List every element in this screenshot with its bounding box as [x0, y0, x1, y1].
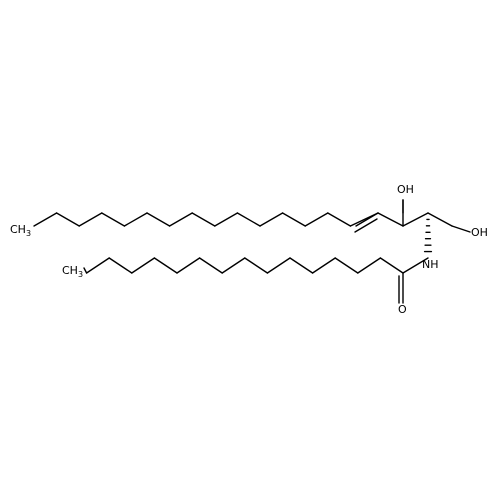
amide-nh-label: NH [422, 258, 439, 271]
acyl-chain-bond [289, 257, 314, 274]
ch2-oh-bond [451, 225, 471, 233]
methyl-top-c: CH [10, 223, 26, 236]
acyl-chain-bond [357, 257, 382, 274]
acyl-chain-bond [85, 257, 110, 274]
hydroxyl-top-label: OH [397, 183, 414, 196]
sphingoid-chain-bond [304, 212, 329, 227]
methyl-bottom-sub: 3 [78, 270, 83, 279]
acyl-chain-bond [153, 257, 178, 274]
c2-ch2-bond [427, 212, 453, 227]
sphingoid-chain-bond [236, 212, 261, 227]
acyl-chain-bond [266, 257, 291, 274]
methyl-top-sub: 3 [26, 229, 31, 238]
acyl-chain-bond [198, 257, 223, 274]
acyl-chain-bond [244, 257, 269, 274]
sphingoid-chain-bond [281, 212, 306, 227]
hydroxyl-right-label: OH [471, 226, 488, 239]
acyl-chain-bond [334, 257, 359, 274]
bond-layer [33, 199, 471, 304]
alkene-double-bond [355, 212, 379, 227]
sphingoid-chain-bond [327, 212, 352, 227]
acyl-chain-bond [108, 257, 133, 274]
acyl-chain-bond [379, 257, 404, 274]
carbonyl-oxygen-label: O [398, 303, 407, 316]
atom-label-layer: OH OH NH O CH3 CH3 [10, 183, 488, 316]
acyl-chain-bond [221, 257, 246, 274]
sphingoid-chain-bond [168, 212, 193, 227]
sphingoid-chain-bond [259, 212, 284, 227]
sphingoid-chain-bond [146, 212, 171, 227]
methyl-top-label: CH3 [10, 223, 31, 238]
sphingoid-chain-bond [214, 212, 239, 227]
methyl-bottom-label: CH3 [62, 264, 83, 279]
methyl-bottom-c: CH [62, 264, 78, 277]
nh-carbonyl-bond [402, 257, 429, 274]
alkene-double-bond-parallel [354, 218, 378, 233]
acyl-chain-terminal-bond [83, 267, 88, 274]
sphingoid-chain-bond [33, 212, 58, 227]
sphingoid-chain-bond [78, 212, 103, 227]
acyl-chain-bond [176, 257, 201, 274]
sphingoid-chain-bond [55, 212, 80, 227]
sphingoid-chain-bond [123, 212, 148, 227]
c3-c2-bond [402, 212, 429, 227]
sphingoid-chain-bond [191, 212, 216, 227]
sphingoid-chain-bond [101, 212, 126, 227]
acyl-chain-bond [131, 257, 156, 274]
acyl-chain-bond [311, 257, 336, 274]
chain-to-c3-bond [377, 212, 404, 227]
